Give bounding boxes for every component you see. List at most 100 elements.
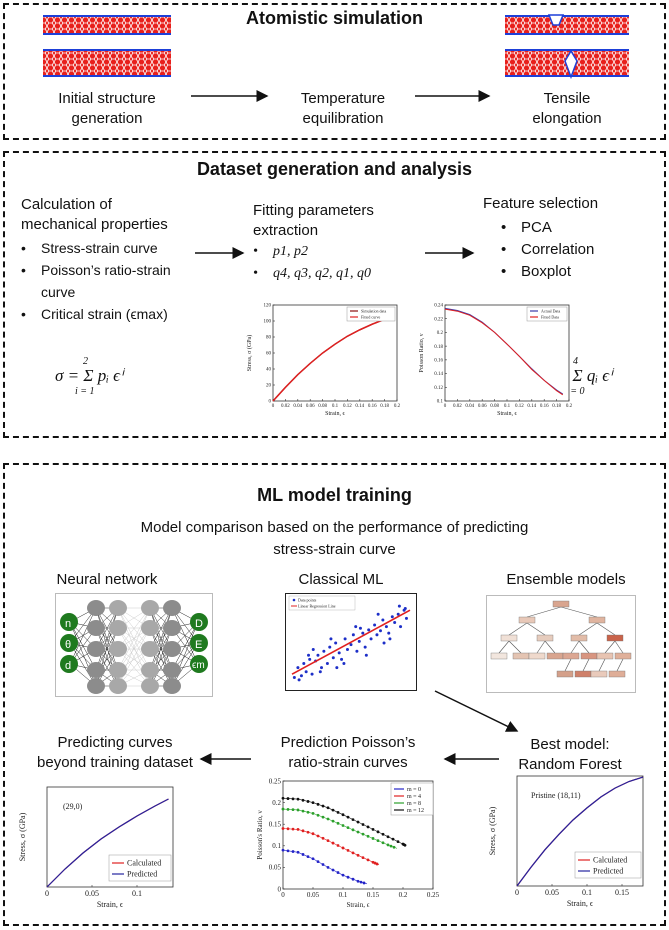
data-point [308,657,312,661]
data-point [375,633,379,637]
atomistic-title: Atomistic simulation [245,8,424,28]
tree-node [490,652,508,660]
legend-label: Calculated [127,859,161,868]
nn-hidden-node [141,678,159,694]
series-line [46,798,169,888]
best-model-label: Best model:Random Forest [518,736,622,773]
data-point [334,641,338,645]
dataset-panel: Dataset generation and analysis Calculat… [3,151,666,438]
x-tick-label: 0.08 [490,404,499,409]
y-tick-label: 0.1 [272,842,281,850]
tree-edge [578,622,598,636]
y-tick-label: 0 [278,885,282,893]
initial-structure-bottom [43,49,171,77]
x-tick-label: 0 [45,889,49,898]
series-line [272,318,385,402]
calc-item-poisson: Poisson’s ratio-strain [41,259,171,281]
data-point [311,648,315,652]
x-tick-label: 0.06 [478,404,487,409]
x-tick-label: 0.1 [504,404,511,409]
tree-node [614,652,632,660]
tree-edge [564,658,572,672]
data-point [307,653,311,657]
legend-label: Fitted Data [541,314,559,319]
data-point [376,612,380,616]
y-tick-label: 0.22 [434,317,443,322]
y-axis-label: Stress, σ (GPa) [18,812,27,861]
calc-list: Stress-strain curve Poisson’s ratio-stra… [41,237,171,325]
initial-structure-top [43,15,171,35]
ml-subtitle: Model comparison based on the performanc… [140,519,529,558]
legend-label: Fitted curve [361,314,380,319]
y-tick-label: 0.05 [269,864,282,872]
x-tick-label: 0.14 [355,404,364,409]
tree-edge [616,658,624,672]
legend-label: m = 4 [407,794,421,800]
x-tick-label: 0.18 [380,404,389,409]
legend-box [574,851,642,879]
legend-label: Calculated [593,856,627,865]
series-point [281,807,285,811]
data-point [335,666,339,670]
x-tick-label: 0.04 [293,404,302,409]
calc-item-poisson-cont: curve [41,284,76,300]
nn-diagram-frame: n θ d D E ϵm [55,593,213,697]
data-point [397,604,401,608]
x-tick-label: 0.05 [307,891,320,899]
nn-hidden-node [163,641,181,657]
feat-item-box: Boxplot [521,261,598,283]
x-tick-label: 0.2 [566,404,573,409]
data-point [337,651,341,655]
feat-item-corr: Correlation [521,239,598,261]
series-line [282,849,368,885]
atomistic-graphics [43,14,629,102]
feat-list: PCA Correlation Boxplot [521,217,598,283]
legend-box [108,854,172,882]
nn-edge [149,607,173,671]
data-point [363,645,367,649]
legend-box [288,595,356,611]
x-axis-label: Strain, ϵ [567,899,594,908]
data-point [340,657,344,661]
nn-input-n: n [65,618,72,630]
data-point [318,670,322,674]
tree-edge [536,640,546,654]
y-axis-label: Poisson's Ratio, ν [256,810,264,859]
data-point [331,656,335,660]
tree-edge [582,658,590,672]
nn-edge [117,607,151,671]
x-tick-label: 0.02 [453,404,462,409]
nn-diagram [60,600,208,694]
fit-list: p1, p2 q4, q3, q2, q1, q0 [273,241,371,285]
series-line [282,798,407,847]
x-tick-label: 0.08 [318,404,327,409]
x-tick-label: 0.05 [85,889,99,898]
data-point [357,639,361,643]
data-point [404,616,408,620]
ml-arrows [199,690,519,765]
tree-node [590,670,608,678]
x-tick-label: 0.04 [465,404,474,409]
data-point [297,678,301,682]
x-tick-label: 0.16 [368,404,377,409]
eq-stress-lower: i = 1 [75,386,95,397]
nn-output-d: D [195,618,203,630]
feat-title: Feature selection [483,195,599,212]
y-tick-label: 60 [266,352,272,357]
legend-label: m = 12 [407,808,424,814]
nn-input-node [60,634,78,652]
data-point [351,633,355,637]
nn-output-e: E [195,639,203,651]
eq-stress-upper: 2 [83,356,88,367]
data-point [381,618,385,622]
x-tick-label: 0.1 [132,889,142,898]
x-tick-label: 0 [272,404,275,409]
nn-output-em: ϵm [192,660,205,671]
y-tick-label: 80 [266,336,272,341]
tree-edge [596,622,616,636]
